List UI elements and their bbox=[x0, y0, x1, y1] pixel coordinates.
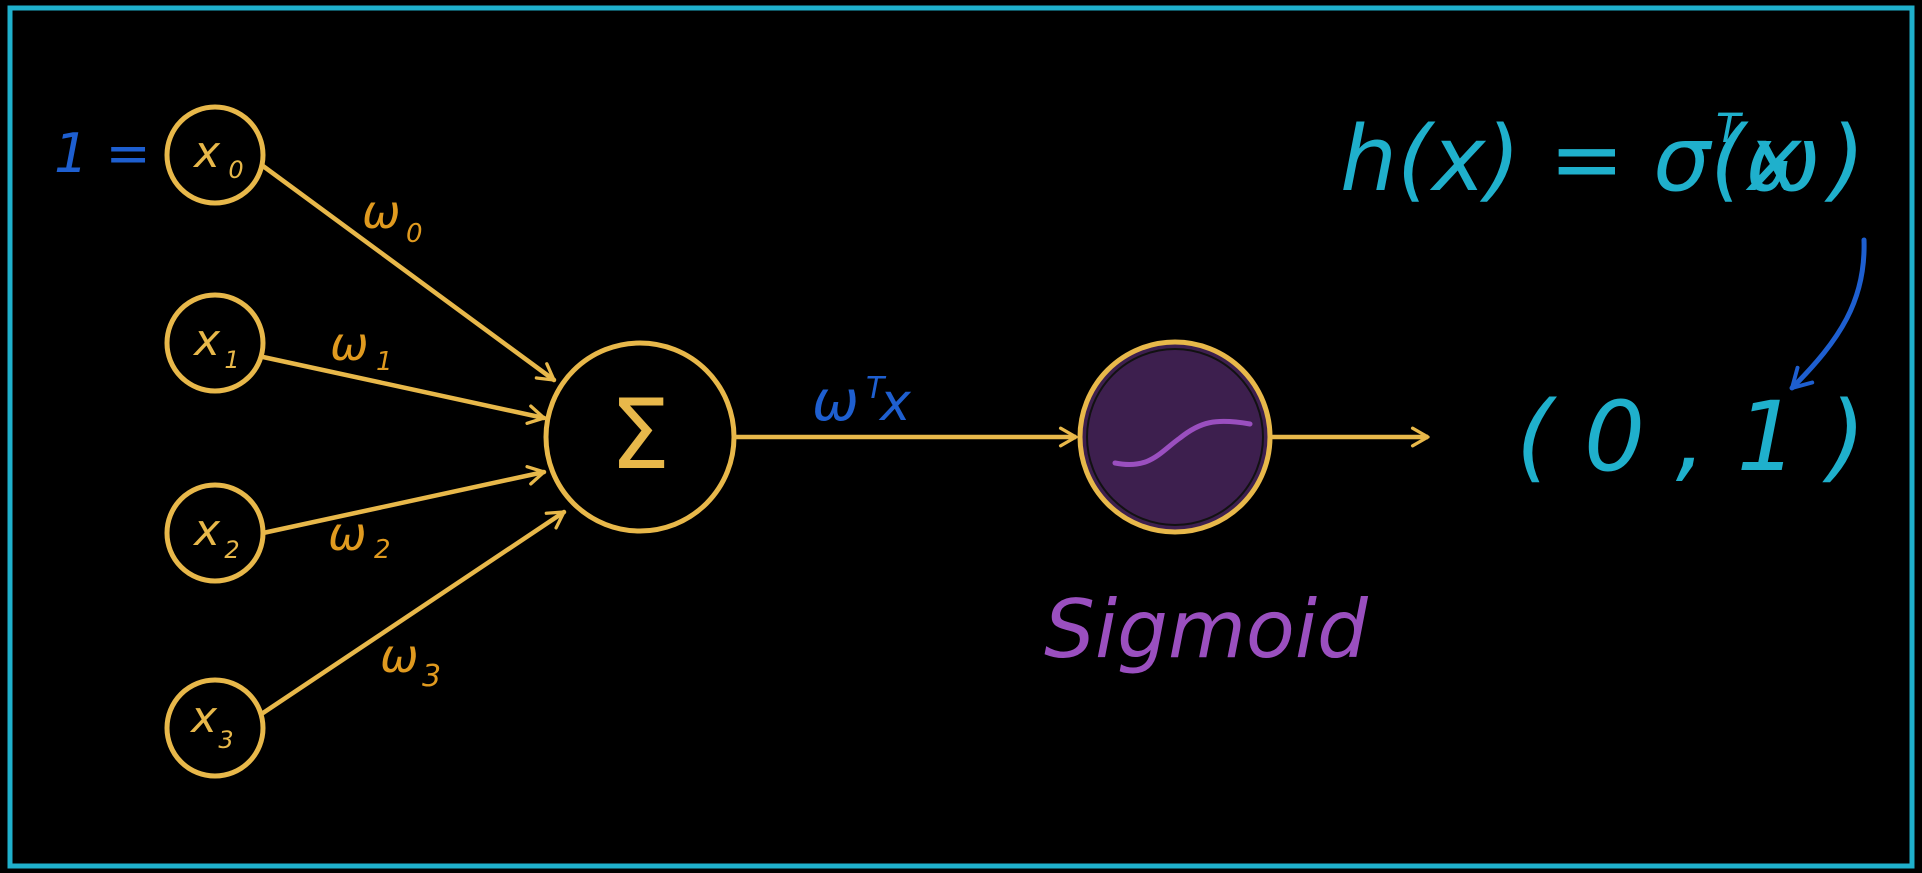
weight-label-w2: ω 2 bbox=[328, 507, 391, 565]
summation-node: Σ bbox=[543, 340, 737, 534]
sigmoid-curve-icon bbox=[1112, 418, 1253, 467]
input-node-label: x bbox=[192, 505, 221, 556]
input-node-label: x bbox=[192, 315, 221, 366]
hypothesis-formula: h(x) = σ(ω T x ) bbox=[1340, 106, 1865, 212]
weight-label: ω bbox=[330, 317, 369, 371]
sigmoid-label: Sigmoid bbox=[1044, 583, 1369, 676]
input-node-label: x bbox=[189, 692, 218, 743]
sigmoid-node bbox=[1077, 339, 1273, 535]
weight-label-w0: ω 0 bbox=[362, 185, 423, 249]
weight-label: ω bbox=[328, 507, 367, 561]
edge-x3 bbox=[260, 509, 567, 716]
input-node-x3: x 3 bbox=[164, 677, 266, 779]
input-node-x2: x 2 bbox=[164, 482, 266, 584]
input-node-label: x bbox=[192, 127, 221, 178]
curved-arrow-icon bbox=[1789, 237, 1867, 391]
input-node-subscript: 3 bbox=[218, 726, 233, 754]
weighted-sum-x: x bbox=[878, 373, 912, 433]
weight-label-w3: ω 3 bbox=[380, 629, 441, 694]
edge-x2 bbox=[260, 465, 547, 536]
weight-subscript: 3 bbox=[422, 659, 441, 694]
input-node-subscript: 2 bbox=[224, 536, 239, 564]
output-range-label: ( 0 , 1 ) bbox=[1516, 381, 1866, 493]
weighted-sum-label: ω T x bbox=[812, 369, 912, 434]
weight-subscript: 0 bbox=[406, 219, 423, 249]
input-node-subscript: 1 bbox=[224, 346, 239, 374]
weight-label: ω bbox=[380, 629, 419, 683]
weight-label: ω bbox=[362, 185, 401, 239]
diagram-frame bbox=[7, 5, 1915, 869]
input-node-x1: x 1 bbox=[164, 292, 266, 394]
edge-x0 bbox=[260, 163, 557, 383]
bias-one-label: 1 = bbox=[54, 122, 151, 185]
edge-x1 bbox=[260, 354, 547, 425]
weighted-sum-superscript: T bbox=[866, 371, 887, 406]
weight-subscript: 1 bbox=[376, 347, 393, 377]
sum-icon: Σ bbox=[610, 379, 671, 491]
formula-rhs: x ) bbox=[1745, 107, 1865, 212]
input-edges bbox=[260, 163, 567, 716]
weight-subscript: 2 bbox=[374, 535, 391, 565]
input-node-x0: x 0 bbox=[164, 104, 266, 206]
formula-superscript: T bbox=[1716, 106, 1744, 152]
formula-lhs: h(x) = σ(ω bbox=[1340, 107, 1821, 212]
input-node-subscript: 0 bbox=[228, 156, 243, 184]
weighted-sum-omega: ω bbox=[812, 369, 859, 434]
weight-label-w1: ω 1 bbox=[330, 317, 393, 377]
